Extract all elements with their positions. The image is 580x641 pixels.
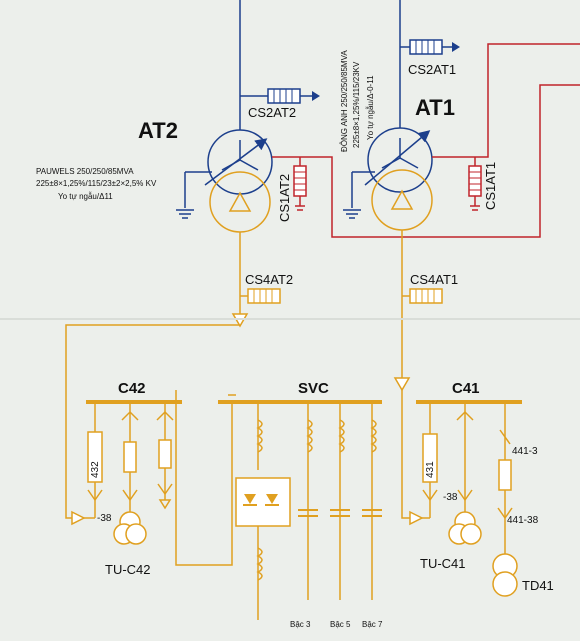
at2-tv-winding — [209, 171, 271, 233]
ground-icon — [176, 209, 361, 219]
at1-spec-2: 225±8×1,25%/115/23KV — [352, 61, 361, 148]
capacitor-icon — [298, 509, 382, 517]
at1-label: AT1 — [415, 95, 455, 120]
c41-ds-label: -38 — [443, 492, 458, 503]
busbar-c41-label: C41 — [452, 380, 480, 397]
c42-bays — [84, 402, 174, 519]
tu-c42-label: TU-C42 — [105, 562, 151, 577]
at2-mv-feeder — [272, 84, 580, 238]
reactor-icon — [256, 419, 263, 453]
c41-bays — [422, 402, 513, 555]
mv-110kv-lines — [272, 43, 580, 238]
at1-mv-feeder — [432, 43, 580, 158]
ct-cs1at2-label: CS1AT2 — [277, 173, 292, 222]
delta-winding-icon — [228, 189, 414, 212]
current-transformer-icon — [293, 165, 482, 211]
aux-breaker-label: 441-3 — [512, 446, 538, 457]
ct-cs1at1-label: CS1AT1 — [483, 161, 498, 210]
svc-filter-5-label: Bậc 5 — [330, 620, 351, 629]
at1-spec-3: Yo tự ngẫu/Δ-0-11 — [366, 75, 375, 140]
svc-filter-3-label: Bậc 3 — [290, 620, 311, 629]
transformer-winding-icon — [204, 130, 431, 186]
at2-spec-1: PAUWELS 250/250/85MVA — [36, 167, 134, 176]
reactor-icon — [256, 547, 263, 581]
breaker-431-label: 431 — [425, 461, 436, 478]
reactor-icon — [338, 419, 345, 453]
c42-ds-label: -38 — [97, 513, 112, 524]
tu-c41-label: TU-C41 — [420, 556, 466, 571]
at2-hv-winding — [207, 129, 273, 195]
at2-spec-2: 225±8×1,25%/115/23±2×2,5% KV — [36, 179, 157, 188]
reactor-icon — [306, 419, 313, 453]
at2-spec-3: Yo tự ngẫu/Δ11 — [58, 192, 113, 201]
at1-hv-winding — [367, 127, 433, 193]
current-transformer-icon — [267, 39, 460, 104]
hv-220kv-lines — [184, 0, 433, 208]
reactor-icon — [370, 419, 377, 453]
ct-cs2at1-label: CS2AT1 — [408, 62, 457, 77]
at1-spec-1: ĐÔNG ANH 250/250/85MVA — [340, 50, 349, 152]
at2-label: AT2 — [138, 118, 178, 143]
busbar-svc-label: SVC — [298, 380, 329, 397]
aux-transformer-label: TD41 — [522, 578, 554, 593]
ct-cs4at1-label: CS4AT1 — [410, 272, 459, 287]
ct-cs4at2-label: CS4AT2 — [245, 272, 294, 287]
lv-23kv-lines — [65, 169, 433, 519]
thyristor-valve-icon — [235, 477, 291, 527]
breaker-432-label: 432 — [90, 461, 101, 478]
current-transformer-icon — [247, 288, 443, 304]
panel-seam — [0, 318, 580, 320]
voltage-transformer-icon — [448, 511, 518, 597]
svc-branches — [175, 390, 377, 620]
voltage-transformer-icon — [113, 511, 147, 545]
busbar-c42-label: C42 — [118, 380, 146, 397]
ct-cs2at2-label: CS2AT2 — [248, 105, 297, 120]
svc-filter-7-label: Bậc 7 — [362, 620, 383, 629]
at1-tv-winding — [371, 169, 433, 231]
aux-ds-label: 441-38 — [507, 515, 539, 526]
